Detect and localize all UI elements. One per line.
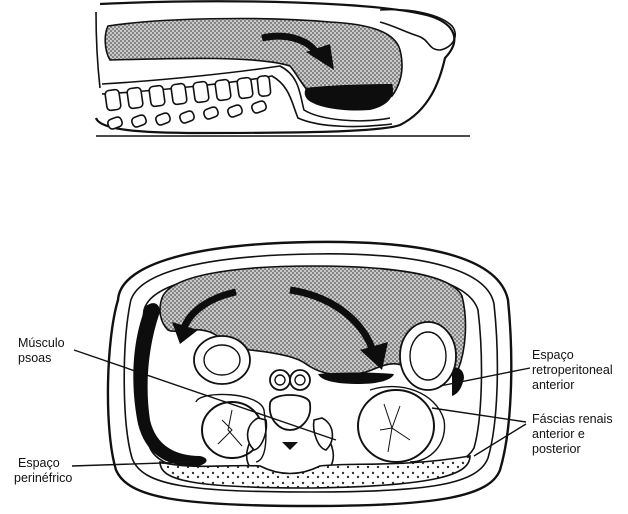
axial-colon-left: [194, 336, 250, 384]
label-fascias-renais-line3: posterior: [532, 442, 581, 456]
label-musculo-psoas-line2: psoas: [18, 351, 51, 365]
label-espaco-perinefrico-line2: perinéfrico: [14, 471, 72, 485]
label-espaco-perinefrico-line1: Espaço: [18, 456, 60, 470]
axial-colon-right: [400, 322, 456, 390]
label-fascias-renais-line1: Fáscias renais: [532, 412, 613, 426]
label-espaco-retroperitoneal: Espaço retroperitoneal anterior: [532, 348, 613, 392]
label-espaco-retroperitoneal-line2: retroperitoneal: [532, 363, 613, 377]
label-espaco-perinefrico: Espaço perinéfrico: [14, 456, 72, 485]
label-espaco-retroperitoneal-line1: Espaço: [532, 348, 574, 362]
axial-section: [108, 242, 511, 506]
label-fascias-renais: Fáscias renais anterior e posterior: [532, 412, 613, 456]
label-musculo-psoas-line1: Músculo: [18, 336, 65, 350]
label-espaco-retroperitoneal-line3: anterior: [532, 378, 574, 392]
sagittal-section: [96, 1, 470, 136]
sagittal-fluid-collection: [305, 84, 393, 111]
sagittal-vertebrae: [105, 75, 271, 110]
label-fascias-renais-line2: anterior e: [532, 427, 585, 441]
sagittal-skin-line: [96, 12, 100, 88]
label-musculo-psoas: Músculo psoas: [18, 336, 65, 365]
axial-kidney-right: [358, 390, 434, 462]
